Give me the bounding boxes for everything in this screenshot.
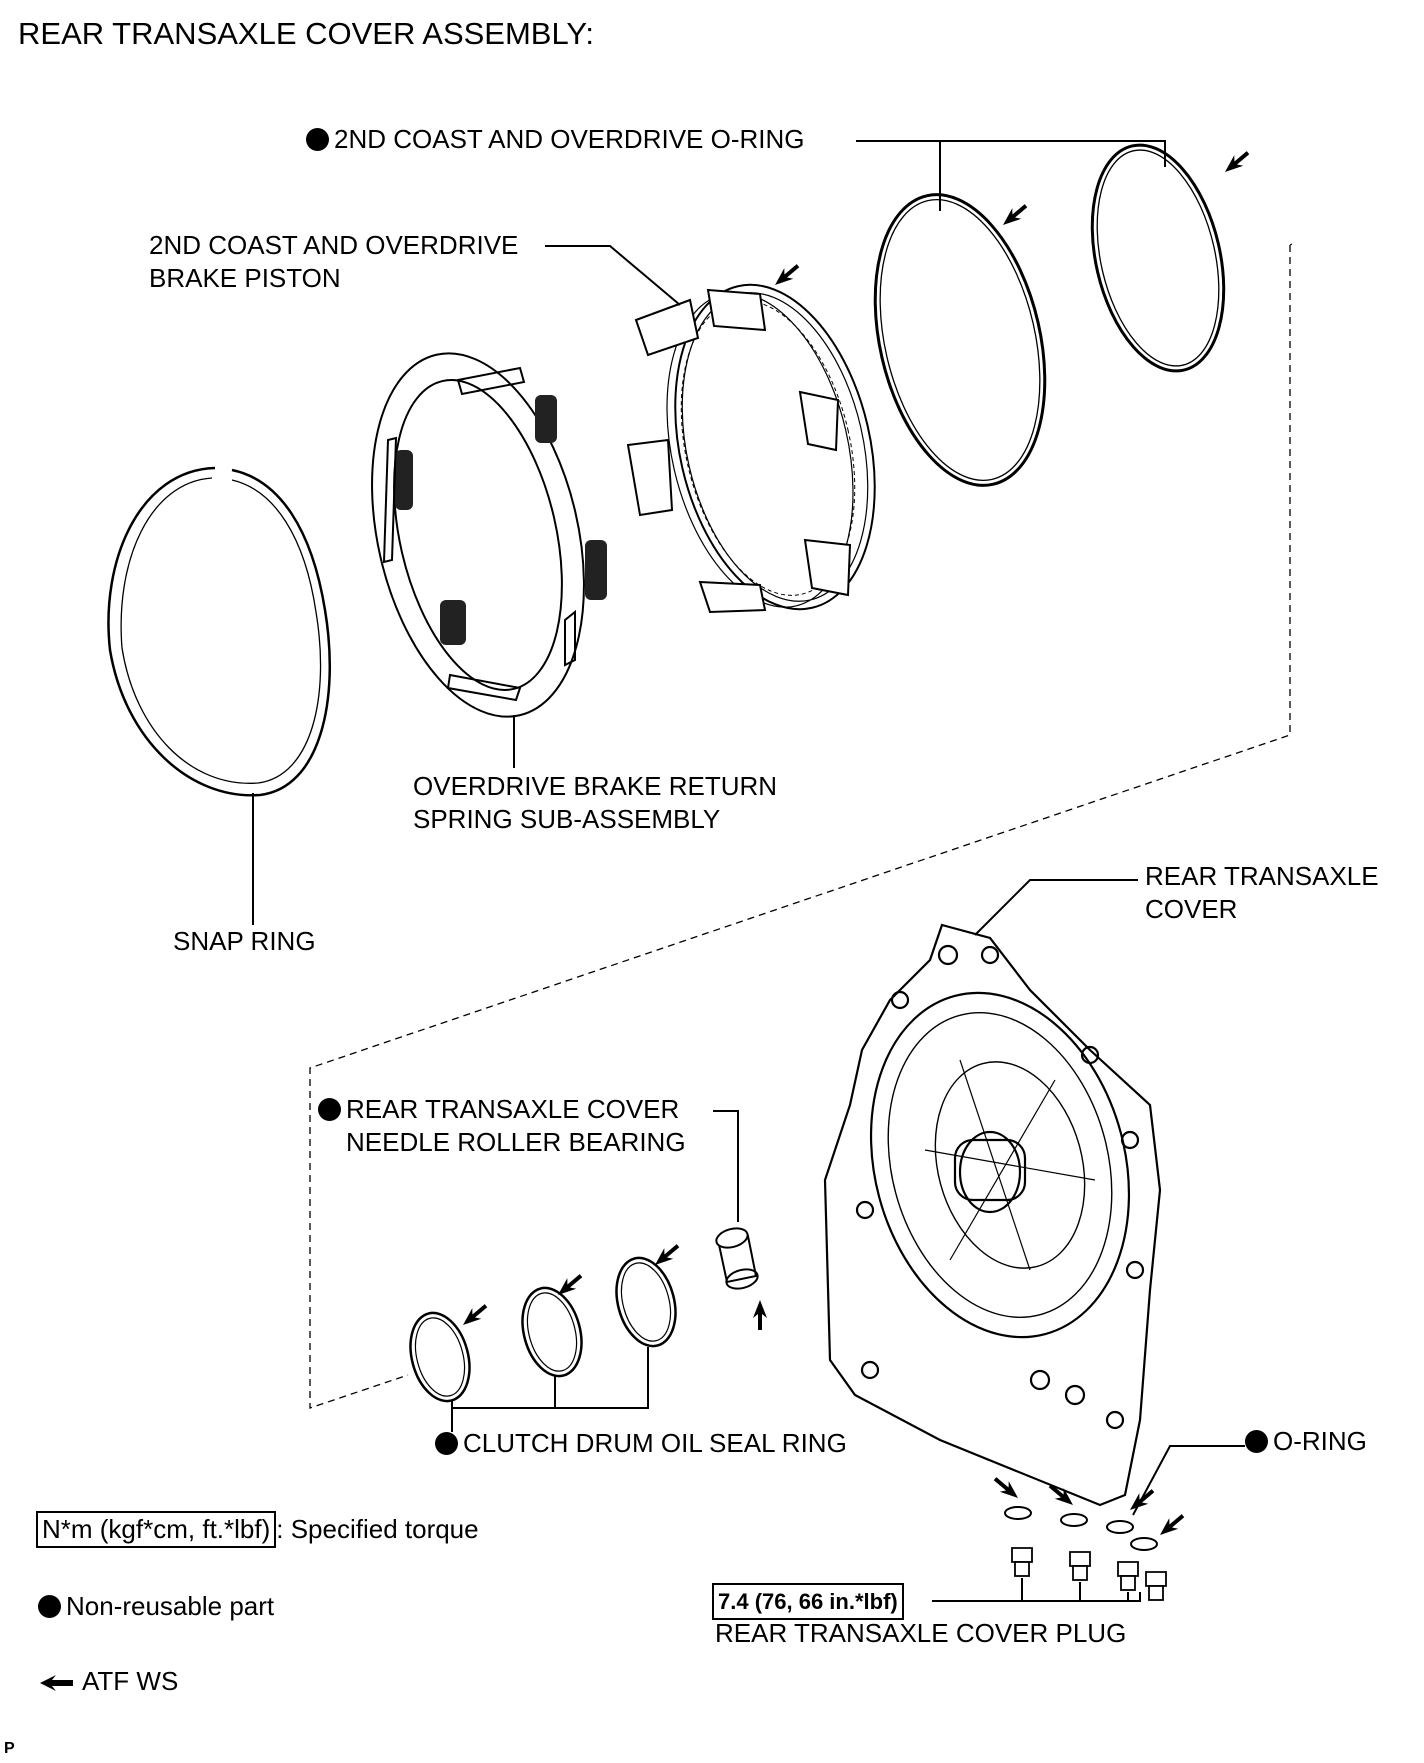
return-spring-plate bbox=[371, 352, 607, 718]
label-cover-2: COVER bbox=[1145, 894, 1238, 924]
seal-ring-leader bbox=[451, 1347, 649, 1409]
label-seal-ring: CLUTCH DRUM OIL SEAL RING bbox=[435, 1427, 847, 1460]
label-brake-piston-1: 2ND COAST AND OVERDRIVE bbox=[149, 230, 519, 260]
page-title: REAR TRANSAXLE COVER ASSEMBLY: bbox=[18, 16, 594, 51]
label-return-spring-1: OVERDRIVE BRAKE RETURN bbox=[413, 771, 778, 801]
footer-code: P bbox=[4, 1740, 15, 1757]
o-ring-leader bbox=[856, 140, 1166, 167]
label-o-ring: O-RING bbox=[1245, 1425, 1367, 1458]
bearing-leader bbox=[713, 1110, 739, 1222]
o-ring-large-1 bbox=[873, 193, 1047, 487]
filled-circle-icon bbox=[318, 1098, 341, 1121]
clutch-drum-seal-rings bbox=[409, 1256, 677, 1403]
filled-circle-icon bbox=[306, 128, 329, 151]
torque-value-box: 7.4 (76, 66 in.*lbf) bbox=[712, 1583, 904, 1620]
label-bearing-2: NEEDLE ROLLER BEARING bbox=[346, 1127, 686, 1157]
filled-circle-icon bbox=[38, 1595, 61, 1618]
label-cover-1: REAR TRANSAXLE bbox=[1145, 861, 1379, 891]
legend-torque: N*m (kgf*cm, ft.*lbf): Specified torque bbox=[36, 1511, 479, 1548]
label-brake-piston-2: BRAKE PISTON bbox=[149, 263, 341, 293]
label-plug: REAR TRANSAXLE COVER PLUG bbox=[715, 1618, 1127, 1648]
atf-arrow-icon bbox=[40, 1675, 73, 1692]
torque-unit-box: N*m (kgf*cm, ft.*lbf) bbox=[36, 1511, 277, 1548]
filled-circle-icon bbox=[1245, 1430, 1268, 1453]
piston-leader bbox=[545, 245, 681, 306]
filled-circle-icon bbox=[435, 1432, 458, 1455]
cover-plugs bbox=[1011, 1547, 1167, 1601]
plug-leader bbox=[932, 1592, 1141, 1602]
needle-roller-bearing bbox=[715, 1227, 759, 1290]
label-return-spring-2: SPRING SUB-ASSEMBLY bbox=[413, 804, 721, 834]
boundary-top-dash bbox=[1289, 243, 1293, 246]
label-bearing-1: REAR TRANSAXLE COVER bbox=[318, 1093, 679, 1126]
cover-leader bbox=[974, 879, 1138, 936]
brake-piston bbox=[626, 283, 876, 614]
label-2nd-o-ring: 2ND COAST AND OVERDRIVE O-RING bbox=[306, 123, 805, 156]
assembly-dashed-boundary bbox=[309, 245, 1291, 1409]
legend-atf: ATF WS bbox=[40, 1665, 178, 1698]
small-o-rings bbox=[1004, 1506, 1158, 1551]
snap-ring bbox=[107, 466, 331, 797]
o-ring-large-2 bbox=[1090, 143, 1226, 373]
legend-nonreusable: Non-reusable part bbox=[38, 1590, 274, 1623]
rear-transaxle-cover bbox=[823, 923, 1162, 1507]
label-snap-ring: SNAP RING bbox=[173, 926, 316, 956]
o-ring-small-leader bbox=[1132, 1445, 1245, 1516]
